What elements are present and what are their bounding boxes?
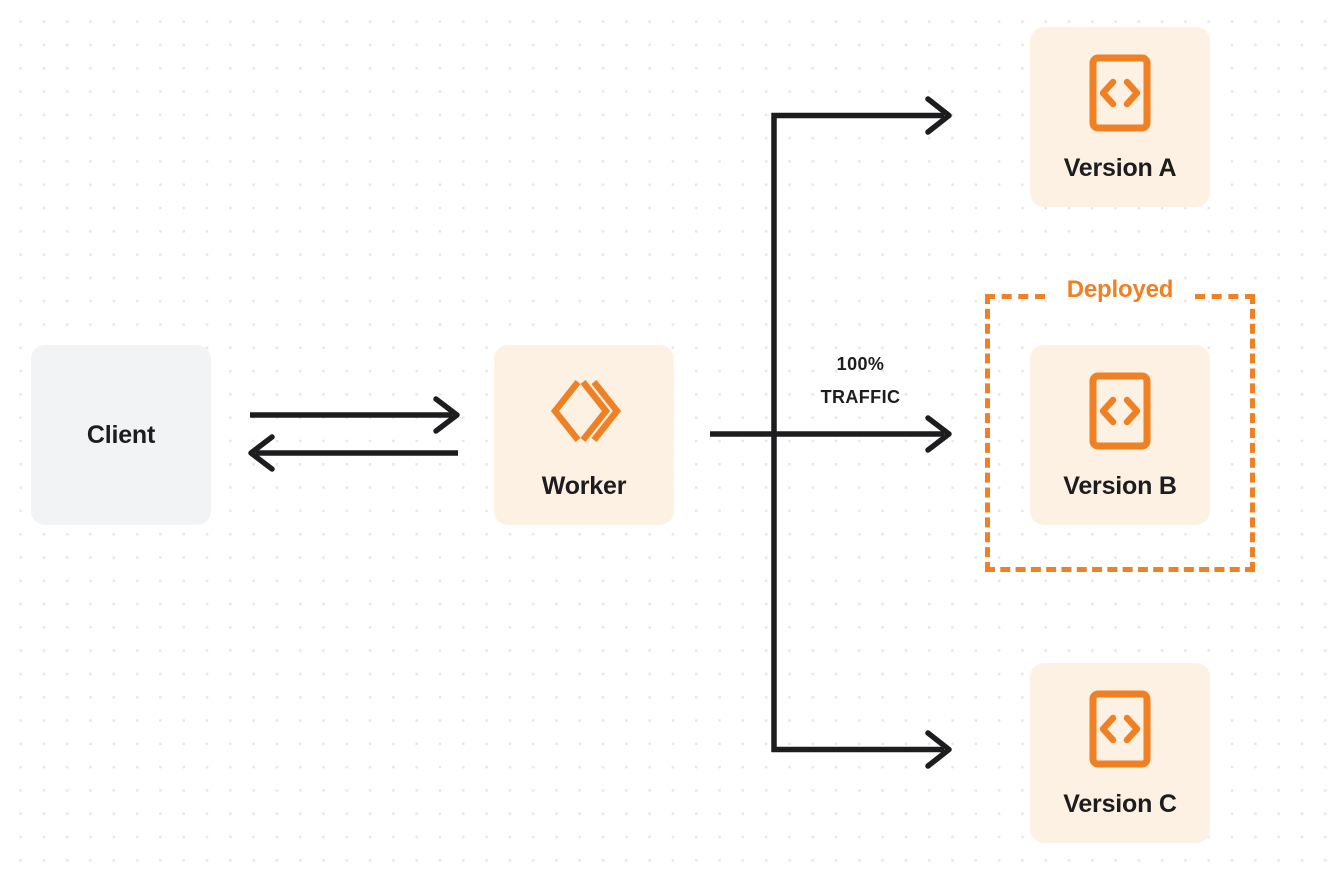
deployed-group: Deployed [985,276,1255,572]
node-worker[interactable]: Worker [494,345,674,525]
deployed-border-top-left [985,294,1045,299]
node-version-a[interactable]: Version A [1030,27,1210,207]
code-file-icon [1089,690,1151,768]
arrow-to-version-b [774,415,952,453]
cloudflare-workers-logo-icon [545,372,623,450]
node-version-b[interactable]: Version B [1030,345,1210,525]
node-client[interactable]: Client [31,345,211,525]
deployed-border-left [985,294,990,572]
node-version-c-label: Version C [1063,789,1177,818]
deployed-group-label: Deployed [1056,276,1184,305]
traffic-percent-caption: TRAFFIC [820,387,901,407]
code-file-icon [1089,372,1151,450]
node-client-label: Client [86,420,156,449]
node-version-c[interactable]: Version C [1030,663,1210,843]
arrow-worker-to-client [248,434,458,472]
arrow-to-version-c [771,730,952,769]
arrow-to-version-a [771,96,952,135]
traffic-percentage-label: 100% TRAFFIC [793,348,928,414]
traffic-percent-value: 100% [836,354,885,374]
arrow-client-to-worker [250,396,460,434]
node-worker-label: Worker [541,471,627,500]
deployed-border-right [1250,294,1255,572]
code-file-icon [1089,54,1151,132]
node-version-a-label: Version A [1063,153,1177,182]
deployed-border-top-right [1195,294,1255,299]
node-version-b-label: Version B [1063,471,1177,500]
deployed-border-bottom [985,567,1255,572]
